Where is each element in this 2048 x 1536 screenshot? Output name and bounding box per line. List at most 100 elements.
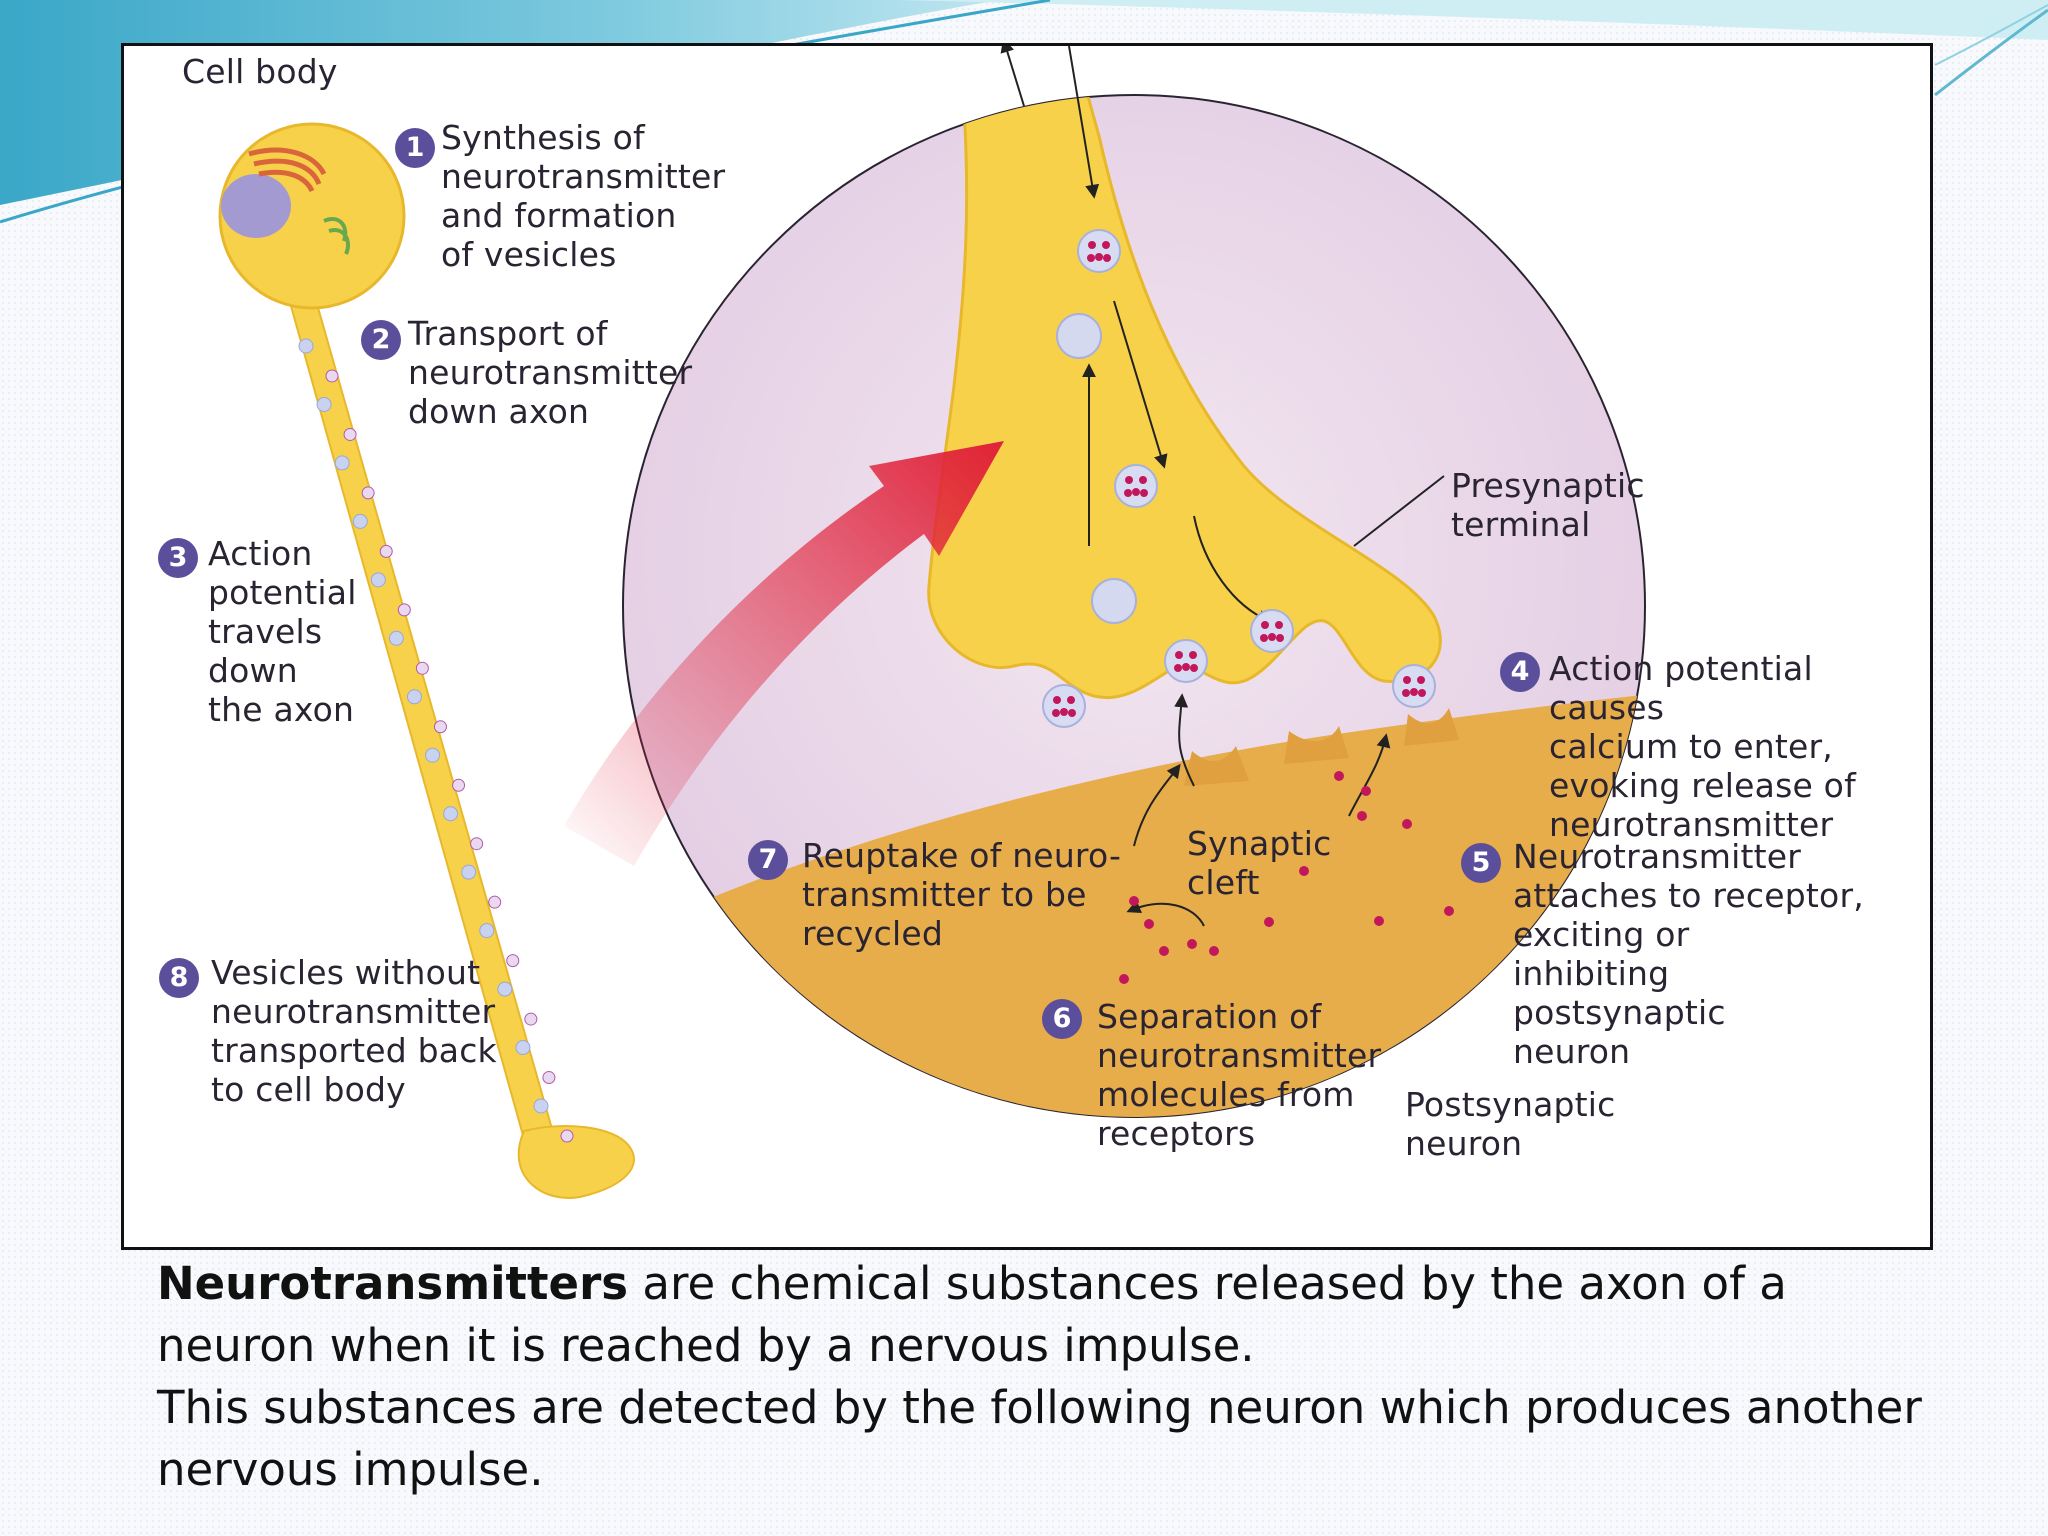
filled-vesicle <box>560 1129 574 1143</box>
neurotransmitter-molecule <box>1357 811 1367 821</box>
transmitter-dot <box>1175 651 1183 659</box>
step-badge: 6 <box>1042 999 1082 1039</box>
transmitter-dot <box>1125 476 1133 484</box>
neurotransmitter-molecule <box>1361 786 1371 796</box>
nucleus <box>221 174 291 238</box>
transmitter-dot <box>1268 633 1276 641</box>
arrow-up <box>1000 46 1025 107</box>
neurotransmitter-molecule <box>1402 819 1412 829</box>
empty-vesicle <box>1056 313 1102 359</box>
transmitter-dot <box>1261 621 1269 629</box>
step-badge: 1 <box>395 128 435 168</box>
transmitter-dot <box>1174 664 1182 672</box>
neurotransmitter-molecule <box>1144 919 1154 929</box>
transmitter-dot <box>1182 663 1190 671</box>
transmitter-dot <box>1124 489 1132 497</box>
transmitter-dot <box>1260 634 1268 642</box>
transmitter-dot <box>1403 676 1411 684</box>
empty-vesicle <box>479 923 495 939</box>
leader-line <box>1353 475 1445 547</box>
step-3-text: Action potential travels down the axon <box>208 534 357 729</box>
transmitter-dot <box>1068 709 1076 717</box>
light-swoosh <box>900 0 2048 40</box>
step-badge: 2 <box>361 320 401 360</box>
filled-vesicle <box>379 544 393 558</box>
empty-vesicle <box>497 981 513 997</box>
transmitter-dot <box>1052 709 1060 717</box>
empty-vesicle <box>334 455 350 471</box>
empty-vesicle <box>425 747 441 763</box>
neurotransmitter-molecule <box>1119 974 1129 984</box>
neurotransmitter-molecule <box>1209 946 1219 956</box>
transmitter-dot <box>1095 253 1103 261</box>
cell-body <box>218 122 406 310</box>
neuron-illustration <box>218 46 1646 1199</box>
red-arrow <box>564 441 1004 866</box>
neurotransmitter-molecule <box>1159 946 1169 956</box>
empty-vesicle <box>443 806 459 822</box>
endoplasmic-reticulum <box>323 217 350 255</box>
arrow-down <box>1068 46 1100 199</box>
empty-vesicle <box>298 338 314 354</box>
transmitter-dot <box>1276 634 1284 642</box>
filled-vesicle <box>325 369 339 383</box>
filled-vesicle <box>397 603 411 617</box>
empty-vesicle <box>461 864 477 880</box>
synaptic-cleft-label: Synaptic cleft <box>1187 824 1332 902</box>
filled-vesicle <box>506 954 520 968</box>
postsynaptic-neuron-label: Postsynaptic neuron <box>1405 1085 1616 1163</box>
empty-vesicle <box>352 513 368 529</box>
caption: Neurotransmitters are chemical substance… <box>157 1253 1937 1501</box>
neurotransmitter-figure: Cell body Presynaptic terminal Synaptic … <box>121 43 1933 1250</box>
filled-vesicle <box>415 661 429 675</box>
transmitter-dot <box>1087 254 1095 262</box>
transmitter-dot <box>1190 664 1198 672</box>
swoosh-line-right-2 <box>1934 4 2048 66</box>
transmitter-dot <box>1103 254 1111 262</box>
filled-vesicle <box>1114 464 1158 508</box>
step-badge: 4 <box>1500 652 1540 692</box>
neurotransmitter-molecule <box>1299 866 1309 876</box>
empty-vesicle <box>533 1098 549 1114</box>
transmitter-dot <box>1067 696 1075 704</box>
empty-vesicle <box>515 1040 531 1056</box>
transmitter-dot <box>1410 688 1418 696</box>
arrow-reuptake <box>1133 763 1181 847</box>
neurotransmitter-molecule <box>1187 939 1197 949</box>
neurotransmitter-molecule <box>1444 906 1454 916</box>
step-2-text: Transport of neurotransmitter down axon <box>408 314 693 431</box>
receptor <box>1284 726 1349 764</box>
filled-vesicle <box>488 895 502 909</box>
step-badge: 8 <box>159 958 199 998</box>
neurotransmitter-molecule <box>1264 917 1274 927</box>
transmitter-dot <box>1088 241 1096 249</box>
filled-vesicle <box>524 1012 538 1026</box>
caption-line2: This substances are detected by the foll… <box>157 1381 1922 1496</box>
filled-vesicle <box>433 720 447 734</box>
golgi-apparatus <box>248 147 327 193</box>
step-7-text: Reuptake of neuro- transmitter to be rec… <box>802 836 1122 953</box>
empty-vesicle <box>406 689 422 705</box>
filled-vesicle <box>1250 609 1294 653</box>
step-badge: 3 <box>158 538 198 578</box>
transmitter-dot <box>1275 621 1283 629</box>
step-1-text: Synthesis of neurotransmitter and format… <box>441 118 726 274</box>
transmitter-dot <box>1102 241 1110 249</box>
empty-vesicle <box>1091 578 1137 624</box>
empty-vesicle <box>316 396 332 412</box>
terminal-vesicles <box>1042 229 1436 728</box>
empty-vesicle <box>370 572 386 588</box>
transmitter-dot <box>1189 651 1197 659</box>
filled-vesicle <box>1392 664 1436 708</box>
filled-vesicle <box>1042 684 1086 728</box>
neurotransmitter-molecules <box>1119 771 1454 984</box>
step-badge: 7 <box>748 840 788 880</box>
arrow-release <box>1348 733 1391 817</box>
axon-terminal-bulb <box>517 1125 635 1199</box>
step-5-text: Neurotransmitter attaches to receptor, e… <box>1513 837 1864 1071</box>
empty-vesicle <box>388 630 404 646</box>
neurotransmitter-molecule <box>1374 916 1384 926</box>
filled-vesicle <box>452 778 466 792</box>
caption-line1-rest: are chemical substances released by the … <box>157 1257 1787 1372</box>
neurotransmitter-molecule <box>1334 771 1344 781</box>
